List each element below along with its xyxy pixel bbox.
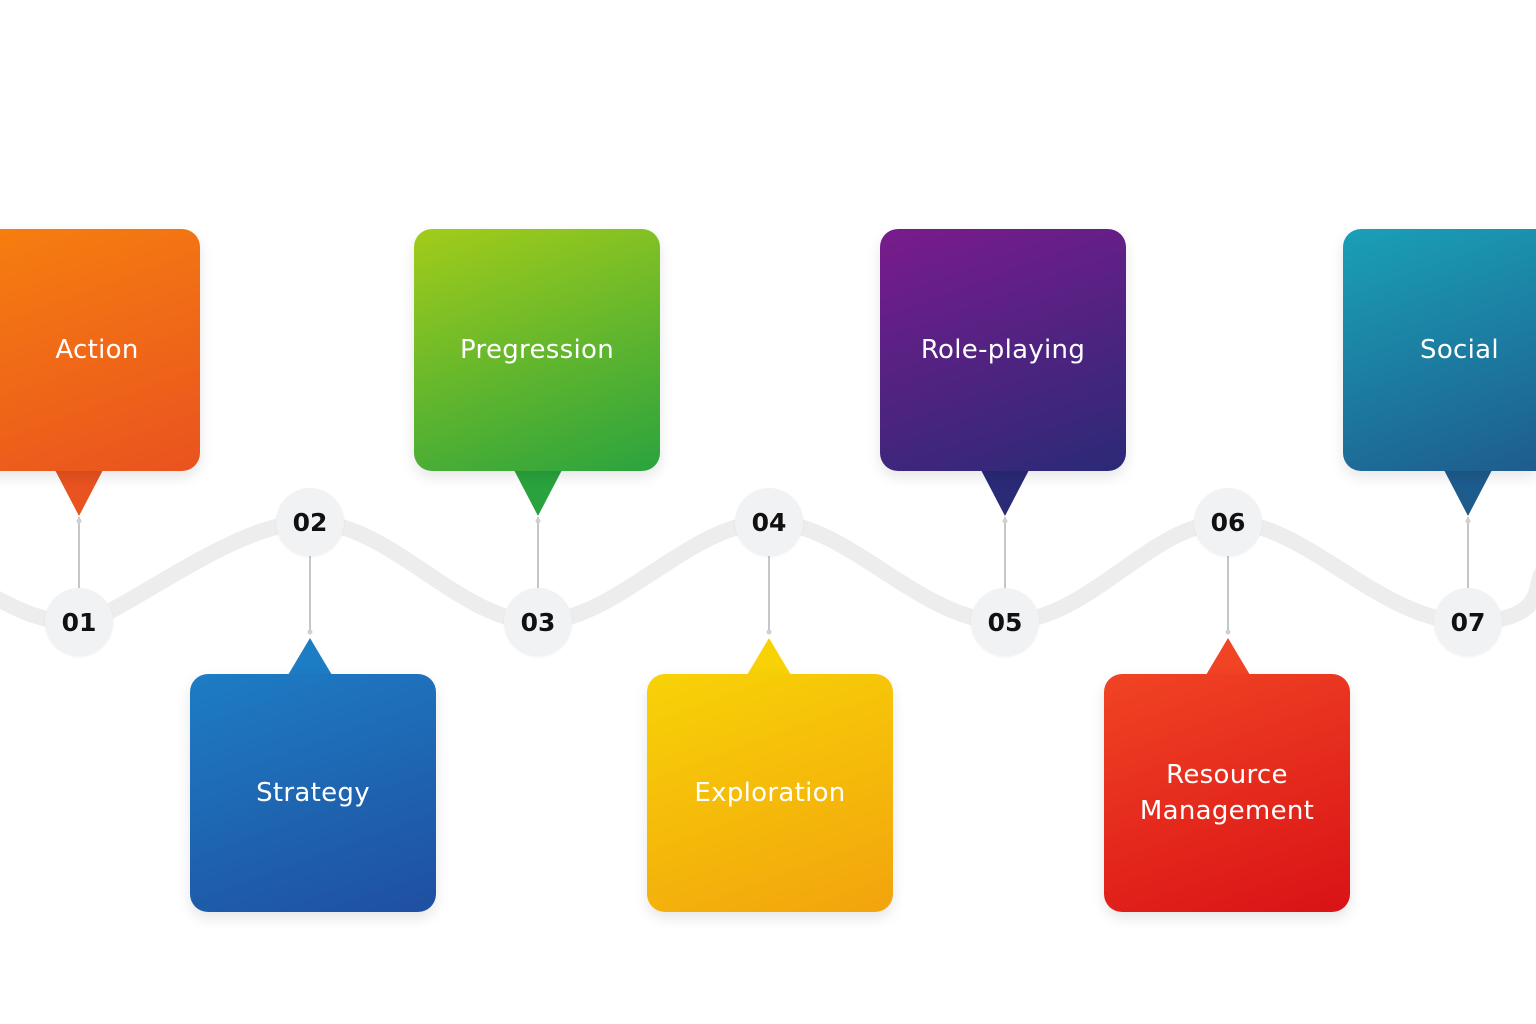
connector-dot-05: [1002, 518, 1008, 524]
step-card-07: Social: [1343, 229, 1536, 471]
pointers: [55, 470, 1492, 675]
pointer-triangle-05: [981, 470, 1029, 516]
step-card-02: Strategy: [190, 674, 436, 912]
connector-dot-07: [1465, 518, 1471, 524]
step-label-06: Resource Management: [1139, 760, 1315, 826]
connector-dot-04: [766, 629, 772, 635]
connector-dot-03: [535, 518, 541, 524]
step-number-04: 04: [735, 488, 803, 556]
step-label-07: Social: [1420, 335, 1499, 365]
step-label-03: Pregression: [460, 335, 614, 365]
step-number-05: 05: [971, 588, 1039, 656]
step-label-04: Exploration: [694, 778, 846, 808]
connector-dot-06: [1225, 629, 1231, 635]
connector-dot-01: [76, 518, 82, 524]
step-label-01: Action: [55, 335, 139, 365]
step-number-02: 02: [276, 488, 344, 556]
step-card-03: Pregression: [414, 229, 660, 471]
pointer-triangle-01: [55, 470, 103, 516]
step-card-06: Resource Management: [1104, 674, 1350, 912]
pointer-triangle-07: [1444, 470, 1492, 516]
step-number-06: 06: [1194, 488, 1262, 556]
step-number-03: 03: [504, 588, 572, 656]
pointer-triangle-03: [514, 470, 562, 516]
connectors: [76, 517, 1471, 635]
step-number-01: 01: [45, 588, 113, 656]
step-label-05: Role-playing: [920, 335, 1086, 365]
pointer-triangle-04: [747, 638, 791, 675]
connector-dot-02: [307, 629, 313, 635]
step-card-04: Exploration: [647, 674, 893, 912]
step-card-05: Role-playing: [880, 229, 1126, 471]
step-number-07: 07: [1434, 588, 1502, 656]
step-card-01: Action: [0, 229, 200, 471]
pointer-triangle-02: [288, 638, 332, 675]
pointer-triangle-06: [1206, 638, 1250, 675]
step-label-02: Strategy: [256, 778, 370, 808]
